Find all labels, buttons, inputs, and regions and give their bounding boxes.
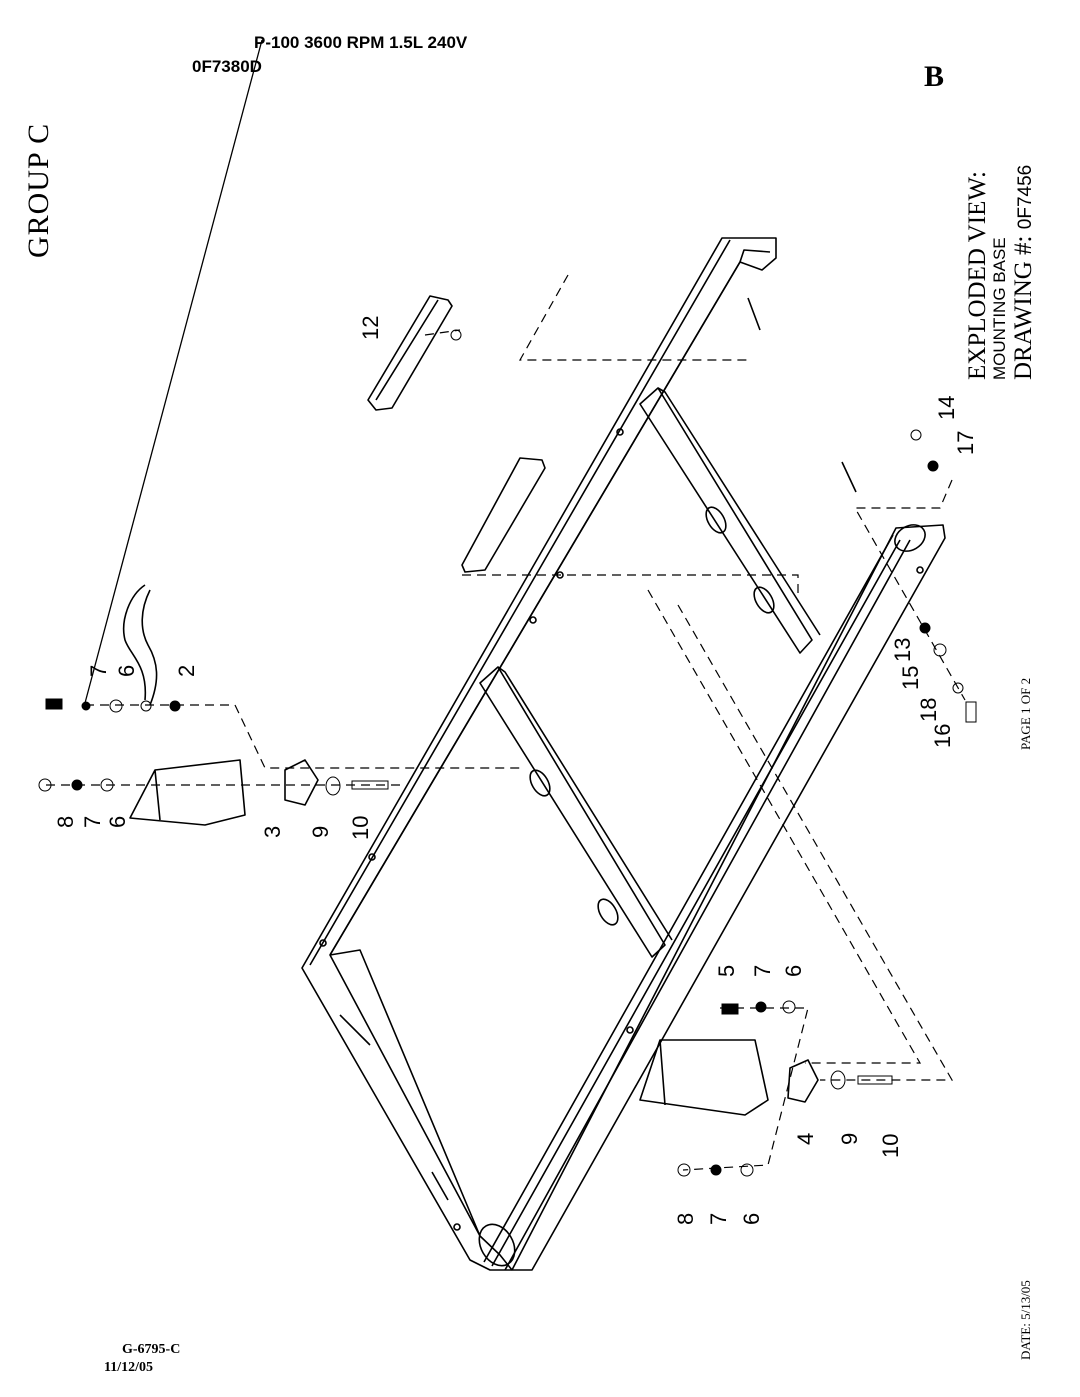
model-line: P-100 3600 RPM 1.5L 240V <box>254 33 468 52</box>
motor-mount-bracket-upper <box>129 759 246 826</box>
callout-13: 13 <box>890 637 915 662</box>
callout-14: 14 <box>934 395 959 420</box>
callout-6: 6 <box>781 964 806 977</box>
callout-9: 9 <box>308 825 333 838</box>
ground-strap <box>122 584 158 706</box>
doc-number: G-6795-C <box>122 1342 181 1357</box>
drawing-label: DRAWING #: 0F7456 <box>1010 165 1038 380</box>
header-leader-line <box>84 39 263 704</box>
drawing-date: DATE: 5/13/05 <box>1018 1280 1033 1360</box>
callout-7: 7 <box>706 1212 731 1225</box>
callout-12: 12 <box>358 315 383 340</box>
view-subject: MOUNTING BASE <box>990 237 1009 380</box>
cross-member-2 <box>639 387 821 654</box>
cross-member-1 <box>479 666 673 958</box>
callout-2: 2 <box>174 664 199 677</box>
callout-8: 8 <box>53 815 78 828</box>
callout-6: 6 <box>114 664 139 677</box>
callout-6: 6 <box>105 815 130 828</box>
end-opening-front <box>478 1223 516 1267</box>
drawing-number: 0F7456 <box>1015 164 1036 230</box>
frame-rear-rail <box>309 239 771 966</box>
slot <box>339 1014 371 1046</box>
dash-path <box>853 479 966 701</box>
callout-10: 10 <box>878 1133 903 1158</box>
callout-7: 7 <box>750 964 775 977</box>
callout-8: 8 <box>673 1212 698 1225</box>
callout-5: 5 <box>714 964 739 977</box>
dash-path <box>462 574 799 598</box>
callout-3: 3 <box>260 825 285 838</box>
hole <box>753 586 775 614</box>
view-title: EXPLODED VIEW: <box>964 171 991 380</box>
dash-path <box>647 589 922 1064</box>
mounting-base-frame <box>301 237 946 1271</box>
frame-top-rail-inner <box>329 261 741 956</box>
section-letter: B <box>924 60 945 93</box>
dash-path <box>518 274 752 361</box>
callout-18: 18 <box>916 697 941 722</box>
motor-mount-bracket-lower <box>639 1039 769 1116</box>
slot <box>747 297 761 331</box>
dash-path <box>677 604 954 1081</box>
frame-front-rail <box>483 534 911 1271</box>
bracket-lower <box>461 457 546 573</box>
slot <box>841 461 857 493</box>
callout-4: 4 <box>793 1132 818 1145</box>
callout-17: 17 <box>953 430 978 455</box>
hole <box>597 898 619 926</box>
dash-path <box>424 329 461 336</box>
doc-date: 11/12/05 <box>104 1360 154 1375</box>
dash-path <box>85 704 525 769</box>
isolator-3 <box>284 759 319 806</box>
drawing-label-text: DRAWING #: <box>1010 235 1037 380</box>
callout-10: 10 <box>348 815 373 840</box>
callout-9: 9 <box>837 1132 862 1145</box>
group-label: GROUP C <box>22 122 55 258</box>
callout-7: 7 <box>86 664 111 677</box>
slot <box>431 1171 449 1201</box>
model-code: 0F7380D <box>192 57 262 76</box>
end-opening-right <box>894 524 926 552</box>
callout-6: 6 <box>739 1212 764 1225</box>
bracket-12 <box>367 295 453 411</box>
isolator-4 <box>787 1059 819 1103</box>
callout-7: 7 <box>80 815 105 828</box>
dash-path <box>682 1007 809 1171</box>
hole <box>705 506 727 534</box>
callout-15: 15 <box>898 665 923 690</box>
page-indicator: PAGE 1 OF 2 <box>1018 677 1033 750</box>
callout-16: 16 <box>930 723 955 748</box>
hole <box>529 769 551 797</box>
frame-inner-rail <box>329 949 481 1237</box>
